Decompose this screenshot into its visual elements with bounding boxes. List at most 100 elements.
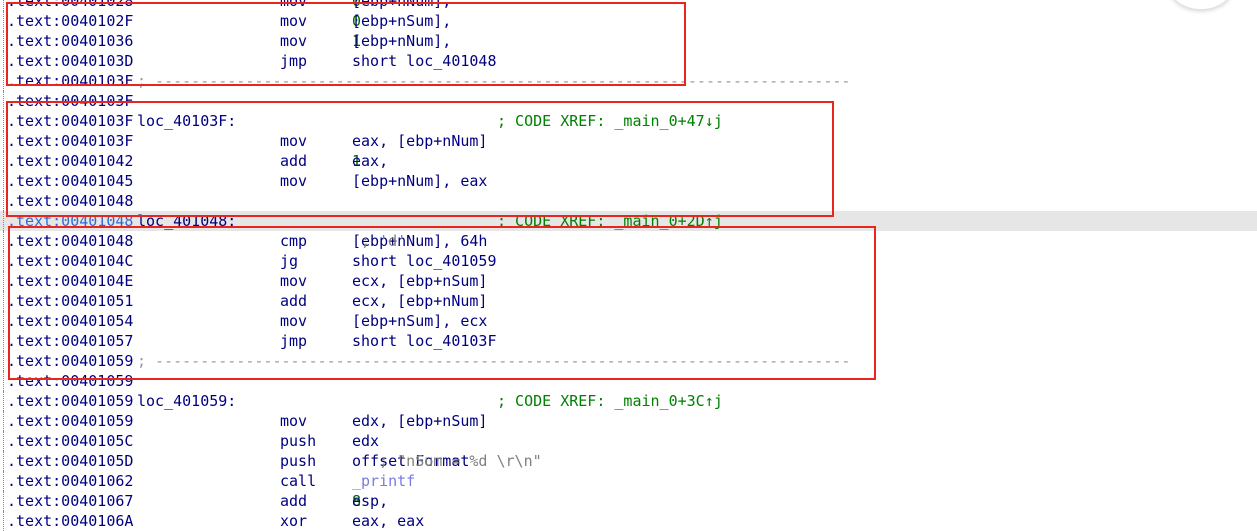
operand-text: [ebp+nSum], ecx — [352, 312, 488, 330]
operand-text: eax, — [352, 152, 398, 170]
operands: [ebp+nNum], 1 — [352, 31, 451, 51]
line-address: .text:0040106A — [7, 512, 134, 530]
operands: [ebp+nNum], 0 — [352, 0, 451, 11]
section-separator: ; --------------------------------------… — [137, 72, 851, 90]
operand-text: offset Format — [352, 452, 470, 470]
listing-line[interactable]: .text:0040103F; ------------------------… — [0, 71, 1257, 91]
mnemonic: jmp — [280, 52, 308, 70]
listing-line[interactable]: .text:0040105D push offset Format ; "nSum … — [0, 451, 1257, 471]
mnemonic: mov — [280, 312, 308, 330]
line-address: .text:00401059 — [7, 392, 134, 410]
mnemonic: mov — [280, 172, 308, 190]
listing-line[interactable]: .text:0040104E mov ecx, [ebp+nSum] — [0, 271, 1257, 291]
listing-line[interactable]: .text:00401059; ------------------------… — [0, 351, 1257, 371]
operand-text: short loc_401048 — [352, 52, 497, 70]
mnemonic: push — [280, 432, 317, 450]
operand-text: [ebp+nNum], eax — [352, 172, 488, 190]
line-address: .text:0040103F — [7, 72, 134, 90]
mnemonic: add — [280, 152, 308, 170]
listing-line[interactable]: .text:00401045 mov [ebp+nNum], eax — [0, 171, 1257, 191]
line-address: .text:00401036 — [7, 32, 134, 50]
mnemonic: xor — [280, 512, 308, 530]
operand-text: short loc_40103F — [352, 332, 497, 350]
line-address: .text:00401059 — [7, 412, 134, 430]
operand-text: ecx, [ebp+nSum] — [352, 272, 488, 290]
line-address: .text:0040103F — [7, 112, 134, 130]
line-address: .text:0040102F — [7, 12, 134, 30]
operand-text: short loc_401059 — [352, 252, 497, 270]
xref-comment: ; CODE XREF: _main_0+47↓j — [497, 112, 723, 130]
line-address: .text:0040103D — [7, 52, 134, 70]
listing-line[interactable]: .text:00401059 — [0, 371, 1257, 391]
operand-text: [ebp+nSum], — [352, 12, 461, 30]
immediate-value: 0 — [352, 12, 362, 30]
mnemonic: jg — [280, 252, 299, 270]
listing-line[interactable]: .text:00401048 — [0, 191, 1257, 211]
section-separator: ; --------------------------------------… — [137, 352, 851, 370]
operand-text: esp, — [352, 492, 398, 510]
listing-line[interactable]: .text:0040103F mov eax, [ebp+nNum] — [0, 131, 1257, 151]
code-label: loc_401059: — [137, 392, 237, 410]
mnemonic: push — [280, 452, 317, 470]
mnemonic: mov — [280, 132, 308, 150]
mnemonic: add — [280, 292, 308, 310]
operands: eax, 1 — [352, 151, 388, 171]
immediate-value: 8 — [352, 492, 362, 510]
mnemonic: jmp — [280, 332, 308, 350]
inline-comment: ; 'd' — [352, 232, 407, 250]
operand-text: eax, [ebp+nNum] — [352, 132, 488, 150]
operands: esp, 8 — [352, 491, 388, 511]
line-address: .text:00401062 — [7, 472, 134, 490]
listing-line[interactable]: .text:00401059 mov edx, [ebp+nSum] — [0, 411, 1257, 431]
operands: [ebp+nSum], 0 — [352, 11, 451, 31]
function-reference[interactable]: _printf — [352, 472, 416, 490]
line-address: .text:00401067 — [7, 492, 134, 510]
operand-text: edx, [ebp+nSum] — [352, 412, 488, 430]
mnemonic: cmp — [280, 232, 308, 250]
line-address: .text:0040105D — [7, 452, 134, 470]
listing-line[interactable]: .text:00401057 jmp short loc_40103F — [0, 331, 1257, 351]
operands: _printf — [352, 471, 415, 491]
mnemonic: add — [280, 492, 308, 510]
line-address: .text:0040103F — [7, 132, 134, 150]
listing-line[interactable]: .text:0040106A xor eax, eax — [0, 511, 1257, 531]
operand-text: eax, eax — [352, 512, 425, 530]
listing-line[interactable]: .text:0040104C jg short loc_401059 — [0, 251, 1257, 271]
listing-line[interactable]: .text:00401062 call _printf — [0, 471, 1257, 491]
mnemonic: mov — [280, 272, 308, 290]
line-address: .text:00401045 — [7, 172, 134, 190]
line-address: .text:00401051 — [7, 292, 134, 310]
line-address: .text:0040105C — [7, 432, 134, 450]
line-address: .text:0040104E — [7, 272, 134, 290]
line-address: .text:00401048 — [7, 192, 134, 210]
operand-text: [ebp+nNum], — [352, 32, 461, 50]
mnemonic: call — [280, 472, 317, 490]
listing-line[interactable]: .text:0040103D jmp short loc_401048 — [0, 51, 1257, 71]
mnemonic: mov — [280, 412, 308, 430]
line-address: .text:00401028 — [7, 0, 134, 10]
listing-line[interactable]: .text:00401067 add esp, 8 — [0, 491, 1257, 511]
line-address: .text:00401059 — [7, 352, 134, 370]
inline-comment: ; "nSum = %d \r\n" — [352, 452, 542, 470]
line-address: .text:0040103F — [7, 92, 134, 110]
mnemonic: mov — [280, 12, 308, 30]
line-address: .text:00401057 — [7, 332, 134, 350]
line-address: .text:0040104C — [7, 252, 134, 270]
listing-line[interactable]: .text:0040103F — [0, 91, 1257, 111]
operand-text: [ebp+nNum], 64h — [352, 232, 488, 250]
listing-line[interactable]: .text:0040102F mov [ebp+nSum], 0 — [0, 11, 1257, 31]
operand-text: [ebp+nNum], — [352, 0, 461, 10]
xref-comment: ; CODE XREF: _main_0+3C↑j — [497, 392, 723, 410]
line-address: .text:00401059 — [7, 372, 134, 390]
